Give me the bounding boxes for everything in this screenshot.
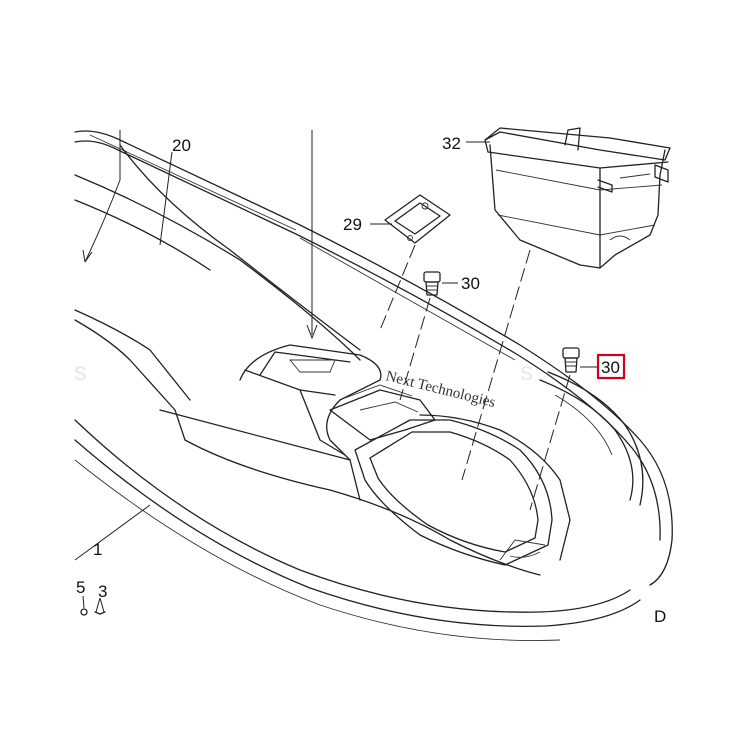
assembly-lines <box>379 244 571 511</box>
corner-mark: D <box>654 607 666 626</box>
callout-3[interactable]: 3 <box>98 582 107 601</box>
watermark: s s Next Technologies <box>74 356 533 411</box>
callout-1[interactable]: 1 <box>93 540 102 559</box>
side-rail <box>539 371 644 506</box>
watermark-ghost-left: s <box>74 356 87 386</box>
plug-30-lower <box>562 347 580 373</box>
callout-20[interactable]: 20 <box>172 136 191 155</box>
storage-bin <box>484 127 671 269</box>
leader-lines <box>74 130 598 613</box>
callout-30-lower[interactable]: 30 <box>601 358 620 377</box>
storage-compartment <box>354 414 571 566</box>
watermark-ghost-right: s <box>520 356 533 386</box>
callout-30-upper[interactable]: 30 <box>461 274 480 293</box>
callout-32[interactable]: 32 <box>442 134 461 153</box>
mounting-plate <box>384 194 451 244</box>
deck-console <box>239 344 436 461</box>
small-parts <box>80 608 106 616</box>
callout-30-highlight-box <box>596 353 626 380</box>
plug-30-upper <box>423 271 441 296</box>
callout-29[interactable]: 29 <box>343 215 362 234</box>
callout-5[interactable]: 5 <box>76 578 85 597</box>
